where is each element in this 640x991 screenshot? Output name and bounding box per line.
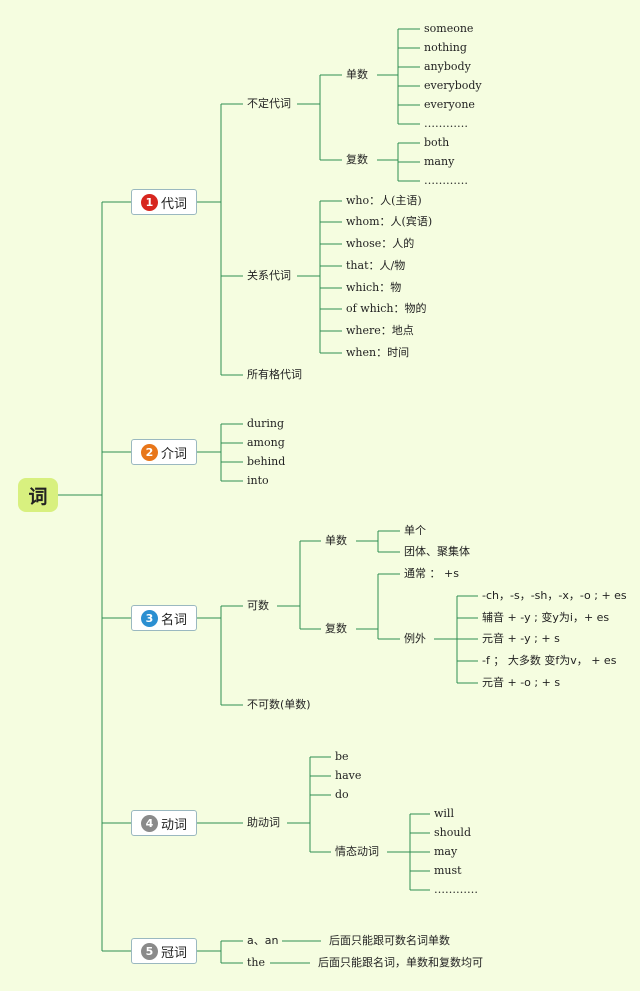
leaf-item[interactable]: who：人(主语) bbox=[346, 194, 422, 207]
node-singular[interactable]: 单数 bbox=[325, 534, 347, 547]
leaf-item[interactable]: 通常 ： +s bbox=[404, 567, 459, 580]
leaf-item[interactable]: many bbox=[424, 155, 455, 168]
leaf-item[interactable]: may bbox=[434, 845, 458, 858]
leaf-item[interactable]: ………… bbox=[434, 883, 478, 896]
leaf-item[interactable]: ………… bbox=[424, 174, 468, 187]
category-label: 动词 bbox=[160, 817, 187, 833]
node-singular[interactable]: 单数 bbox=[346, 68, 368, 81]
leaf-item[interactable]: 元音 + -y ; + s bbox=[482, 632, 560, 645]
leaf-item[interactable]: behind bbox=[247, 455, 286, 468]
leaf-item[interactable]: be bbox=[335, 750, 349, 763]
leaf-item[interactable]: must bbox=[434, 864, 462, 877]
category-label: 名词 bbox=[160, 612, 187, 628]
leaf-item[interactable]: everybody bbox=[424, 79, 482, 92]
node-relative-pronoun[interactable]: 关系代词 bbox=[247, 269, 291, 282]
category-label: 冠词 bbox=[160, 945, 187, 961]
node-plural[interactable]: 复数 bbox=[346, 153, 368, 166]
node-the[interactable]: the bbox=[247, 956, 266, 969]
leaf-item[interactable]: nothing bbox=[424, 41, 467, 54]
leaf-item[interactable]: of which：物的 bbox=[346, 302, 427, 315]
leaf-item[interactable]: 团体、聚集体 bbox=[404, 545, 470, 558]
leaf-item[interactable]: 元音 + -o ; + s bbox=[482, 676, 561, 689]
node-modal-verb[interactable]: 情态动词 bbox=[335, 845, 379, 858]
number-badge: 5 bbox=[140, 942, 158, 960]
leaf-item[interactable]: during bbox=[247, 417, 285, 430]
leaf-item[interactable]: 辅音 + -y ; 变y为i，+ es bbox=[482, 611, 610, 624]
leaf-item[interactable]: anybody bbox=[424, 60, 471, 73]
leaf-item[interactable]: -f ； 大多数 变f为v， + es bbox=[482, 654, 617, 667]
leaf-item[interactable]: whose：人的 bbox=[346, 237, 415, 250]
leaf-item[interactable]: which：物 bbox=[346, 281, 402, 294]
node-a-an[interactable]: a、an bbox=[247, 934, 279, 947]
node-auxiliary-verb[interactable]: 助动词 bbox=[247, 816, 280, 829]
number-badge: 1 bbox=[140, 193, 158, 211]
leaf-item[interactable]: will bbox=[434, 807, 454, 820]
leaf-item[interactable]: do bbox=[335, 788, 349, 801]
node-possessive-pronoun[interactable]: 所有格代词 bbox=[247, 368, 302, 381]
leaf-item[interactable]: where：地点 bbox=[346, 324, 414, 337]
node-countable[interactable]: 可数 bbox=[247, 599, 269, 612]
leaf-item[interactable]: into bbox=[247, 474, 269, 487]
category-pronoun[interactable]: 1 代词 bbox=[131, 189, 197, 215]
category-noun[interactable]: 3 名词 bbox=[131, 605, 197, 631]
leaf-item[interactable]: that：人/物 bbox=[346, 259, 406, 272]
leaf-item[interactable]: both bbox=[424, 136, 450, 149]
leaf-item[interactable]: 单个 bbox=[404, 524, 426, 537]
category-label: 代词 bbox=[160, 196, 187, 212]
node-uncountable[interactable]: 不可数(单数) bbox=[247, 698, 311, 711]
category-preposition[interactable]: 2 介词 bbox=[131, 439, 197, 465]
category-article[interactable]: 5 冠词 bbox=[131, 938, 197, 964]
leaf-item[interactable]: whom：人(宾语) bbox=[346, 215, 433, 228]
note-the: 后面只能跟名词，单数和复数均可 bbox=[318, 956, 483, 969]
leaf-item[interactable]: everyone bbox=[424, 98, 475, 111]
leaf-item[interactable]: among bbox=[247, 436, 285, 449]
leaf-item[interactable]: when：时间 bbox=[346, 346, 410, 359]
note-a-an: 后面只能跟可数名词单数 bbox=[329, 934, 450, 947]
root-node[interactable]: 词 bbox=[18, 478, 58, 512]
leaf-item[interactable]: someone bbox=[424, 22, 474, 35]
leaf-item[interactable]: ………… bbox=[424, 117, 468, 130]
leaf-item[interactable]: -ch，-s，-sh，-x，-o ; + es bbox=[482, 589, 627, 602]
leaf-item[interactable]: have bbox=[335, 769, 362, 782]
node-plural[interactable]: 复数 bbox=[325, 622, 347, 635]
category-label: 介词 bbox=[160, 446, 187, 462]
number-badge: 4 bbox=[140, 814, 158, 832]
node-indefinite-pronoun[interactable]: 不定代词 bbox=[247, 97, 291, 110]
leaf-item[interactable]: should bbox=[434, 826, 471, 839]
category-verb[interactable]: 4 动词 bbox=[131, 810, 197, 836]
number-badge: 2 bbox=[140, 443, 158, 461]
number-badge: 3 bbox=[140, 609, 158, 627]
node-exception[interactable]: 例外 bbox=[404, 632, 426, 645]
